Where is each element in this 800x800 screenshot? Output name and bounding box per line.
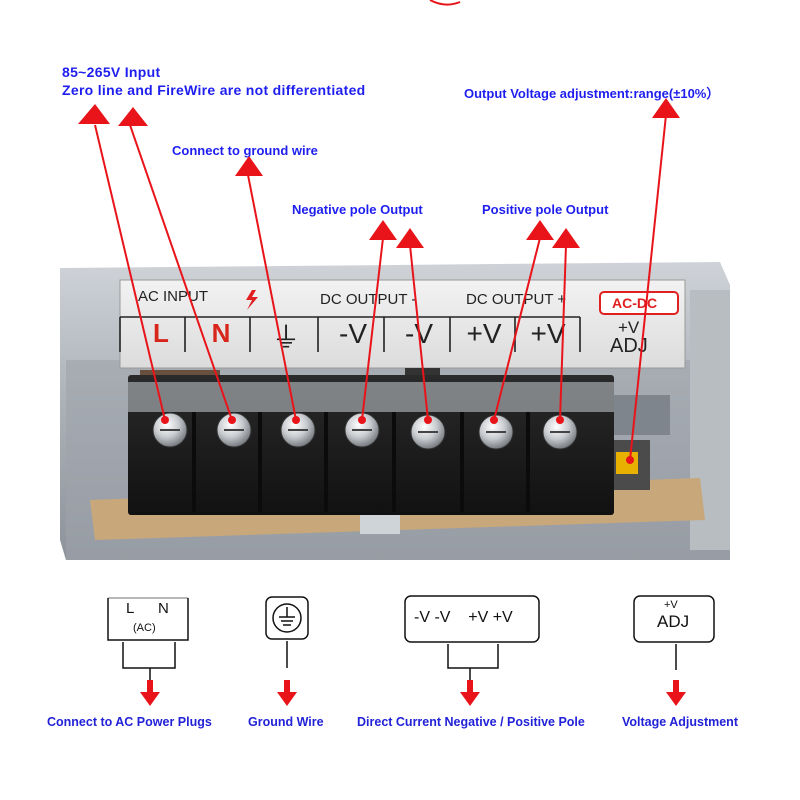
arrow-head-neg-1 — [369, 220, 397, 240]
input-label-line2: Zero line and FireWire are not different… — [62, 82, 366, 98]
adj-symbol-top: +V — [664, 599, 678, 611]
arrow-head-ground — [235, 156, 263, 176]
terminal-label-pos-1: +V — [466, 318, 502, 349]
dc-symbol-box — [404, 595, 540, 643]
ac-symbol-n: N — [158, 600, 169, 617]
arrow-head-adj — [652, 98, 680, 118]
arrow-head-pos-1 — [526, 220, 554, 240]
dc-symbol-terms: -V -V +V +V — [414, 609, 513, 626]
bottom-arrows — [140, 680, 686, 706]
terminal-label-l: L — [153, 318, 169, 348]
panel-dc-output-minus: DC OUTPUT - — [320, 291, 417, 308]
arrow-head-neg-2 — [396, 228, 424, 248]
adjust-label: Output Voltage adjustment:range(±10%） — [464, 86, 720, 101]
terminal-label-n: N — [211, 318, 231, 348]
terminal-label-pos-2: +V — [530, 318, 566, 349]
ac-symbol-box — [107, 598, 189, 641]
ac-symbol-sub: (AC) — [133, 622, 156, 634]
panel-adj-bottom: ADJ — [610, 335, 648, 357]
positive-label: Positive pole Output — [482, 202, 609, 217]
adj-symbol-box — [633, 595, 715, 643]
panel-adj-top: +V — [618, 318, 640, 337]
arrow-head-n — [118, 107, 148, 126]
caption-adj: Voltage Adjustment — [622, 715, 738, 729]
adj-symbol-bottom: ADJ — [657, 612, 690, 631]
arrow-head-l — [78, 104, 110, 124]
negative-label: Negative pole Output — [292, 202, 423, 217]
ac-symbol-l: L — [126, 600, 135, 617]
input-label-line1: 85~265V Input — [62, 64, 161, 80]
terminal-label-neg-1: -V — [339, 318, 367, 349]
panel-dc-output-plus: DC OUTPUT + — [466, 291, 567, 308]
caption-dc: Direct Current Negative / Positive Pole — [357, 715, 585, 729]
caption-ac: Connect to AC Power Plugs — [47, 715, 212, 729]
arrow-head-pos-2 — [552, 228, 580, 248]
ac-dc-badge — [599, 291, 679, 315]
ground-symbol-box — [265, 596, 309, 640]
terminal-label-ground: ⏚ — [271, 322, 300, 353]
caption-ground: Ground Wire — [248, 715, 324, 729]
ground-label: Connect to ground wire — [172, 143, 318, 158]
warning-bolt-icon — [246, 290, 258, 310]
